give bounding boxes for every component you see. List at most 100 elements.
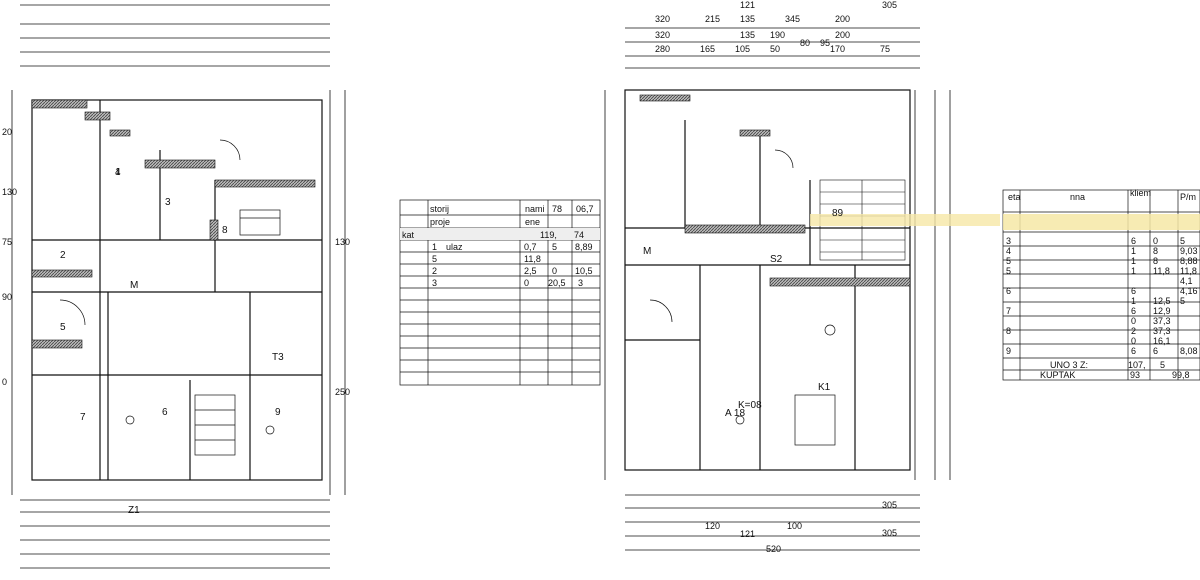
rt-row-5-c: 4,16 bbox=[1180, 286, 1198, 296]
rp-b-total-c: 305 bbox=[882, 500, 897, 510]
rp-d2-0: 320 bbox=[655, 30, 670, 40]
left-plan-side-dims: 20 130 75 90 0 130 250 bbox=[2, 127, 350, 397]
rp-label-k1: K1 bbox=[818, 382, 831, 393]
right-table-highlight-row bbox=[1003, 214, 1200, 230]
mt-s3: 119, bbox=[540, 230, 557, 240]
rt-row-11-b: 6 bbox=[1153, 346, 1158, 356]
rt-h3: P/m bbox=[1180, 192, 1196, 202]
right-plan-bottom-dims: 120 100 305 121 520 305 bbox=[705, 500, 897, 554]
rt-total-value2: 99,8 bbox=[1172, 370, 1190, 380]
left-room-8: 8 bbox=[222, 225, 228, 236]
rp-d2-3: 80 bbox=[800, 38, 810, 48]
rt-row-3-a: 1 bbox=[1131, 266, 1136, 276]
rp-d3-3: 50 bbox=[770, 44, 780, 54]
rt-row-1-b: 8 bbox=[1153, 246, 1158, 256]
rt-row-3-b: 11,8 bbox=[1153, 266, 1170, 276]
rp-b-total-a: 121 bbox=[740, 529, 755, 539]
rp-d3-4: 170 bbox=[830, 44, 845, 54]
rt-row-4-c: 4,1 bbox=[1180, 276, 1193, 286]
rp-d1-4: 200 bbox=[835, 14, 850, 24]
rp-d2-5: 200 bbox=[835, 30, 850, 40]
rt-row-0-a: 6 bbox=[1131, 236, 1136, 246]
rt-row-9-n: 8 bbox=[1006, 326, 1011, 336]
rp-d3-1: 165 bbox=[700, 44, 715, 54]
rt-row-1-n: 4 bbox=[1006, 246, 1011, 256]
left-dim-1: 130 bbox=[2, 187, 17, 197]
left-plan-hatched-walls bbox=[31, 99, 316, 349]
mt-r0-n: 1 bbox=[432, 242, 437, 252]
rp-d3-0: 280 bbox=[655, 44, 670, 54]
mt-r1-n: 5 bbox=[432, 254, 437, 264]
rt-row-1-c: 9,03 bbox=[1180, 246, 1198, 256]
rp-label-m: M bbox=[643, 246, 651, 257]
mt-r2-a: 2,5 bbox=[524, 266, 537, 276]
rp-d1-0: 320 bbox=[655, 14, 670, 24]
rt-row-11-n: 9 bbox=[1006, 346, 1011, 356]
left-room-9: 9 bbox=[275, 407, 281, 418]
rt-row-5-a: 6 bbox=[1131, 286, 1136, 296]
left-dim-0: 20 bbox=[2, 127, 12, 137]
rt-row-8-b: 37,3 bbox=[1153, 316, 1171, 326]
rt-total-value: 93 bbox=[1130, 370, 1140, 380]
rt-row-1-a: 1 bbox=[1131, 246, 1136, 256]
left-room-4: 4 bbox=[115, 167, 121, 178]
mt-r2-c: 10,5 bbox=[575, 266, 593, 276]
rt-row-5-n: 6 bbox=[1006, 286, 1011, 296]
rt-h0: eta bbox=[1008, 192, 1021, 202]
left-room-5: 5 bbox=[60, 322, 66, 333]
mt-s2: ene bbox=[525, 217, 540, 227]
right-table-grid bbox=[1002, 189, 1200, 381]
right-table-footer: UNO 3 Z: 107, 5 KUPTAK 93 99,8 bbox=[1040, 360, 1190, 380]
left-plan-walls bbox=[31, 99, 323, 481]
mt-s1: proje bbox=[430, 217, 450, 227]
rp-b-total-b: 520 bbox=[766, 544, 781, 554]
left-plan-fixtures bbox=[59, 139, 281, 456]
rt-sum-value2: 5 bbox=[1160, 360, 1165, 370]
rp-area-note: 89 bbox=[832, 208, 844, 219]
middle-table-text: storij nami 78 06,7 kat proje ene 119, 7… bbox=[402, 204, 594, 288]
rt-row-9-a: 2 bbox=[1131, 326, 1136, 336]
rp-label-a18: A 18 bbox=[725, 408, 745, 419]
right-plan-top-dims: 121 320 215 135 345 200 305 320 135 190 … bbox=[655, 0, 897, 54]
mt-s0: kat bbox=[402, 230, 415, 240]
rt-row-3-n: 5 bbox=[1006, 266, 1011, 276]
rp-d1-2: 135 bbox=[740, 14, 755, 24]
left-plan-dimension-lines bbox=[11, 4, 346, 569]
mt-h2: 78 bbox=[552, 204, 562, 214]
rt-row-0-b: 0 bbox=[1153, 236, 1158, 246]
rt-row-11-a: 6 bbox=[1131, 346, 1136, 356]
rt-sum-value: 107, bbox=[1128, 360, 1146, 370]
rp-d3-5: 75 bbox=[880, 44, 890, 54]
rp-d1-3: 345 bbox=[785, 14, 800, 24]
mt-r3-b: 20,5 bbox=[548, 278, 566, 288]
mt-r0-c: 8,89 bbox=[575, 242, 593, 252]
left-dim-5: 130 bbox=[335, 237, 350, 247]
rt-h2: kliem bbox=[1130, 188, 1151, 198]
mt-r3-c: 3 bbox=[578, 278, 583, 288]
rp-d3-2: 105 bbox=[735, 44, 750, 54]
mt-h1: nami bbox=[525, 204, 545, 214]
rp-d2-2: 190 bbox=[770, 30, 785, 40]
rt-row-10-b: 16,1 bbox=[1153, 336, 1171, 346]
rt-row-6-c: 5 bbox=[1180, 296, 1185, 306]
rt-sum-label: UNO 3 Z: bbox=[1050, 360, 1088, 370]
rt-row-2-n: 5 bbox=[1006, 256, 1011, 266]
rp-b-1: 100 bbox=[787, 521, 802, 531]
middle-table-highlight-row bbox=[400, 228, 600, 240]
mt-r1-a: 11,8 bbox=[524, 254, 541, 264]
rp-b-0: 120 bbox=[705, 521, 720, 531]
rp-d2-4: 95 bbox=[820, 38, 830, 48]
left-room-7: 7 bbox=[80, 412, 86, 423]
rp-top-total: 121 bbox=[740, 0, 755, 10]
left-room-6: 6 bbox=[162, 407, 168, 418]
mt-h3: 06,7 bbox=[576, 204, 594, 214]
left-room-1: 1 bbox=[115, 167, 121, 178]
right-plan-dimension-lines bbox=[604, 27, 951, 551]
rt-row-0-c: 5 bbox=[1180, 236, 1185, 246]
mt-r0-name: ulaz bbox=[446, 242, 463, 252]
right-plan-labels: S2 M K1 K=08 A 18 89 bbox=[643, 208, 844, 419]
rt-row-6-a: 1 bbox=[1131, 296, 1136, 306]
left-label-m: M bbox=[130, 280, 138, 291]
rt-row-3-c: 11,8 bbox=[1180, 266, 1197, 276]
